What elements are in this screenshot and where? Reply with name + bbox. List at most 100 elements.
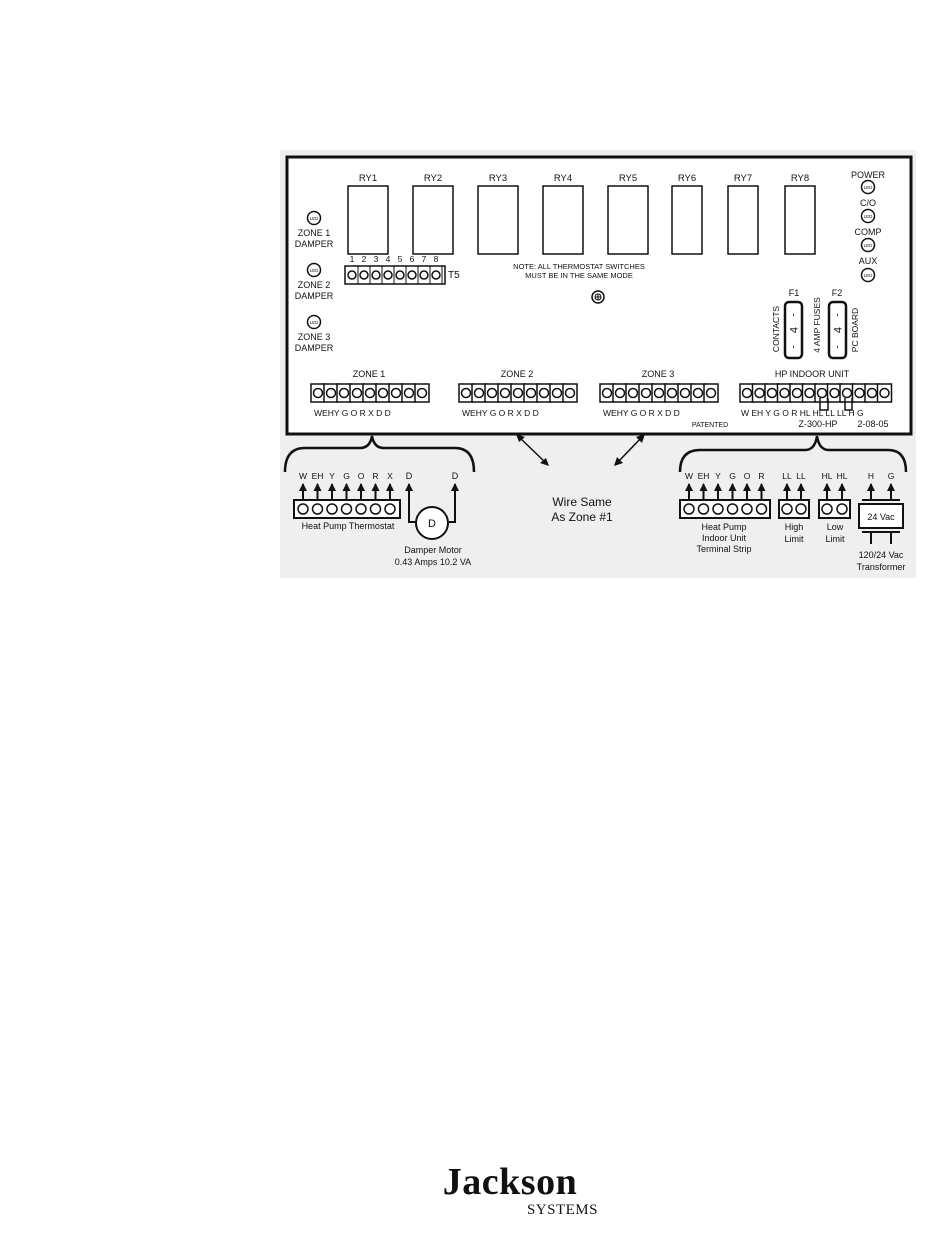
zone1-terminal-6-screw [377, 387, 389, 399]
zone3-terminal-7-screw [679, 387, 691, 399]
zone1-damper-led [306, 210, 322, 226]
damper-arrow-left [405, 483, 413, 491]
zone3-terminal-2-screw [614, 387, 626, 399]
damper-motor-label-2: 0.43 Amps 10.2 VA [395, 557, 471, 567]
contacts-label: CONTACTS [771, 306, 781, 352]
hp-strip-letter-5: O [744, 471, 751, 481]
relay-label-4: RY4 [554, 173, 572, 184]
zone1-damper-label-1: ZONE 1 [298, 228, 331, 238]
hp-strip-arrow-6 [757, 483, 766, 491]
amp-fuses-label: 4 AMP FUSES [812, 297, 822, 353]
status-led-2 [860, 208, 876, 224]
thermostat-letter-2: EH [312, 471, 324, 481]
hp-indoor-terminal-6-screw [804, 387, 815, 399]
fuse-section: F1 F2 - 4 - - 4 - CONTACTS 4 AMP FUSES P… [771, 288, 860, 360]
damper-arrow-right [451, 483, 459, 491]
hp-indoor-terminal-5-screw [791, 387, 803, 399]
t5-switch-1 [347, 270, 357, 280]
hp-strip-letter-3: Y [715, 471, 721, 481]
zone2-terminal-5-screw [512, 387, 524, 399]
hp-indoor-terminal-10-screw [854, 387, 865, 399]
jumper-ll [844, 398, 853, 411]
zone1-bracket [283, 435, 476, 473]
note-line-1: NOTE: ALL THERMOSTAT SWITCHES [513, 262, 645, 271]
relay-label-3: RY3 [489, 173, 507, 184]
zone1-terminal-9-screw [416, 387, 428, 399]
relay-label-2: RY2 [424, 173, 442, 184]
zone1-terminal-1-screw [312, 387, 324, 399]
wire-same-line-2: As Zone #1 [551, 510, 613, 524]
transformer-box [858, 503, 904, 529]
thermostat-arrow-1 [299, 483, 307, 491]
thermostat-arrow-6 [371, 483, 380, 491]
hp-strip-terminal-2 [697, 503, 710, 515]
zone2-terminal-3-screw [486, 387, 498, 399]
thermostat-terminal-6 [369, 503, 382, 515]
status-label-2: C/O [860, 198, 876, 208]
wire-same-line-1: Wire Same [552, 495, 612, 509]
hp-indoor-terminal-12-screw [879, 387, 890, 399]
zone1-terminal-labels: WEHY G O R X D D [314, 408, 391, 418]
t5-number-7: 7 [422, 254, 427, 264]
hp-indoor-terminal-2-screw [754, 387, 765, 399]
zone1-terminal-5-screw [364, 387, 376, 399]
hp-strip-arrow-3 [714, 483, 722, 491]
zone1-terminal-4-screw [351, 387, 363, 399]
transformer-value: 24 Vac [867, 512, 895, 522]
status-led-1 [860, 179, 876, 195]
thermostat-letter-5: O [358, 471, 365, 481]
relay-4 [542, 185, 584, 255]
damper-d1-label: D [406, 471, 413, 481]
hp-indoor-terminal-11-screw [866, 387, 878, 399]
zone3-terminal-9-screw [705, 387, 717, 399]
thermostat-terminal-3 [326, 503, 338, 515]
t5-number-1: 1 [350, 254, 355, 264]
zone2-damper-label-2: DAMPER [295, 291, 334, 301]
damper-motor-label-1: Damper Motor [404, 545, 462, 555]
relay-3 [477, 185, 519, 255]
hp-strip-terminal-6 [755, 503, 768, 515]
transformer-label-1: 120/24 Vac [859, 550, 904, 560]
hp-strip-letter-1: W [685, 471, 693, 481]
relay-2 [412, 185, 454, 255]
t5-number-4: 4 [386, 254, 391, 264]
hp-indoor-terminal-strip: HP INDOOR UNIT W EH Y G O R HL HL LL LL … [739, 369, 893, 418]
relay-5 [607, 185, 649, 255]
zone3-damper-led-text: LED [310, 320, 320, 325]
jackson-systems-logo: Jackson SYSTEMS [420, 1162, 600, 1218]
fuse-f2-dash-top: - [833, 313, 844, 316]
hp-indoor-title: HP INDOOR UNIT [775, 369, 850, 379]
status-label-3: COMP [855, 227, 882, 237]
hp-strip-terminal-1 [683, 503, 695, 515]
thermostat-terminal-4 [340, 503, 353, 515]
high-limit-letter-2: LL [796, 471, 806, 481]
t5-switch-4 [383, 270, 393, 280]
status-led-4 [860, 267, 876, 283]
damper-wire-right [449, 484, 456, 523]
damper-d2-label: D [452, 471, 459, 481]
zone2-terminal-6-screw [525, 387, 537, 399]
relay-8 [784, 185, 816, 255]
zone2-damper-label-1: ZONE 2 [298, 280, 331, 290]
t5-number-8: 8 [434, 254, 439, 264]
pc-board-label: PC BOARD [850, 308, 860, 352]
zone3-damper-led [306, 314, 322, 330]
thermostat-letter-1: W [299, 471, 307, 481]
jumper-hl [819, 398, 829, 411]
zone2-terminal-labels: WEHY G O R X D D [462, 408, 539, 418]
zone3-terminal-6-screw [666, 387, 678, 399]
high-limit: LL LL High Limit [778, 471, 810, 544]
thermostat-letter-4: G [343, 471, 350, 481]
date-label: 2-08-05 [857, 419, 888, 429]
zone3-terminal-8-screw [692, 387, 704, 399]
thermostat-label: Heat Pump Thermostat [302, 521, 395, 531]
thermostat-letter-3: Y [329, 471, 335, 481]
fuse-f2-dash-bottom: - [833, 345, 844, 348]
damper-motor-symbol [415, 506, 449, 540]
status-led-4-text: LED [864, 273, 874, 278]
zone1-terminal-7-screw [390, 387, 402, 399]
